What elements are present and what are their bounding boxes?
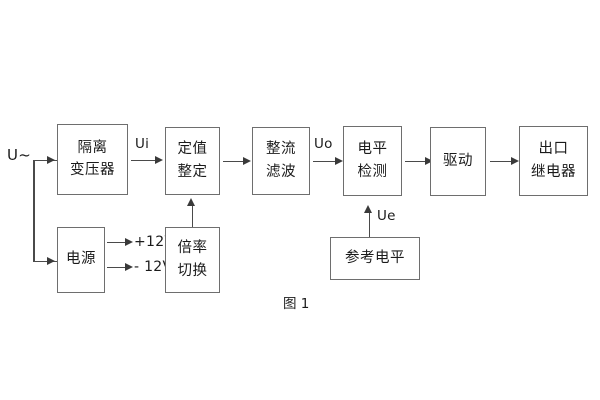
block-rectify-filter[interactable]: 整流 滤波	[252, 127, 310, 195]
signal-label-rail-positive: +12V	[134, 234, 175, 250]
block-reference-level[interactable]: 参考电平	[330, 237, 420, 280]
wire-ue	[368, 212, 371, 237]
arrowhead-to-power-supply	[47, 256, 55, 265]
wire-rail-positive	[107, 241, 127, 244]
block-output-relay-line-2: 继电器	[531, 163, 576, 180]
arrowhead-setting-to-rectify	[243, 156, 251, 165]
block-output-relay-line-1: 出口	[538, 141, 569, 158]
block-level-detect-line-1: 电平	[357, 141, 388, 158]
arrowhead-level-to-drive	[425, 156, 433, 165]
arrowhead-ue	[364, 205, 372, 213]
arrowhead-uo	[335, 156, 343, 165]
block-setting-value-line-1: 定值	[177, 141, 208, 158]
arrowhead-ui	[155, 155, 163, 164]
wire-to-isolation-transformer	[33, 159, 57, 162]
wire-ui	[131, 159, 157, 162]
block-rectify-filter-line-1: 整流	[266, 141, 296, 158]
wire-level-to-drive	[405, 160, 427, 163]
block-isolation-transformer-line-2: 变压器	[70, 162, 115, 178]
wire-setting-to-rectify	[223, 160, 245, 163]
signal-label-ue: Ue	[377, 208, 396, 224]
block-multiplier-switch-line-2: 切换	[177, 262, 208, 279]
block-isolation-transformer-line-1: 隔离	[77, 139, 108, 156]
arrowhead-rail-negative	[125, 262, 133, 271]
block-level-detect[interactable]: 电平 检测	[343, 126, 402, 196]
block-multiplier-switch[interactable]: 倍率 切换	[165, 227, 220, 293]
block-power-supply-line-1: 电源	[66, 251, 96, 268]
arrowhead-drive-to-relay	[511, 156, 519, 165]
block-drive-line-1: 驱动	[443, 152, 473, 169]
block-power-supply[interactable]: 电源	[57, 227, 105, 293]
block-setting-value-line-2: 整定	[177, 163, 208, 180]
block-isolation-transformer[interactable]: 隔离 变压器	[57, 124, 128, 195]
arrowhead-multiplier-to-setting	[187, 198, 195, 206]
block-level-detect-line-2: 检测	[357, 163, 388, 180]
block-drive[interactable]: 驱动	[430, 127, 486, 196]
block-reference-level-line-1: 参考电平	[345, 249, 405, 266]
wire-source-branch-vertical	[33, 159, 35, 262]
wire-drive-to-relay	[490, 160, 514, 163]
block-output-relay[interactable]: 出口 继电器	[519, 126, 588, 196]
wire-uo	[313, 160, 337, 163]
wire-multiplier-to-setting	[191, 205, 194, 227]
signal-label-ui: Ui	[135, 136, 150, 152]
signal-label-rail-negative: - 12V	[134, 259, 173, 275]
arrowhead-to-isolation-transformer	[47, 155, 55, 164]
signal-label-input-source: U~	[7, 146, 32, 164]
wire-to-power-supply	[33, 260, 57, 263]
figure-caption: 图 1	[283, 296, 310, 312]
signal-label-uo: Uo	[314, 136, 333, 152]
arrowhead-rail-positive	[125, 237, 133, 246]
block-multiplier-switch-line-1: 倍率	[177, 240, 208, 257]
block-setting-value[interactable]: 定值 整定	[165, 127, 220, 195]
wire-rail-negative	[107, 266, 127, 269]
block-rectify-filter-line-2: 滤波	[266, 163, 296, 180]
